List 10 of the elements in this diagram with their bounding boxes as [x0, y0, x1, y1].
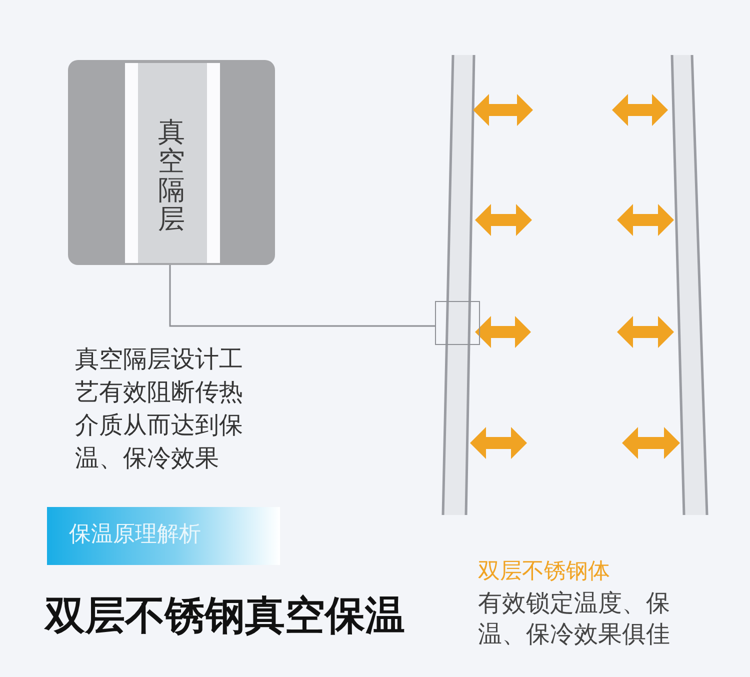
heading-banner: [47, 507, 280, 565]
caption-text: 有效锁定温度、保温、保冷效果俱佳: [478, 588, 671, 650]
banner-text: 保温原理解析: [69, 521, 201, 549]
magnifier-frame: [435, 301, 480, 345]
vertical-label: 真空隔层: [158, 118, 186, 234]
caption-heading: 双层不锈钢体: [478, 558, 610, 586]
magnified-wall-panel: [68, 60, 275, 265]
leader-line: [169, 265, 435, 327]
title: 双层不锈钢真空保温: [45, 592, 405, 641]
description-text: 真空隔层设计工艺有效阻断传热介质从而达到保温、保冷效果: [75, 344, 244, 474]
